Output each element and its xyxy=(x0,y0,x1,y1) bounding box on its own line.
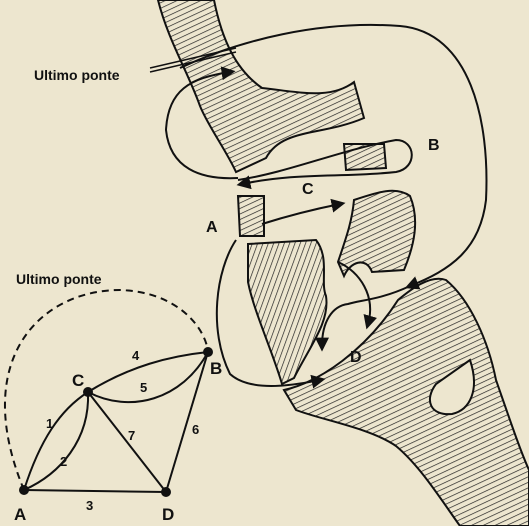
map-label-d: D xyxy=(350,349,362,366)
map-label-a: A xyxy=(206,219,218,236)
map-last-bridge-label: Ultimo ponte xyxy=(34,67,120,83)
graph-edge-6 xyxy=(166,352,208,492)
graph-node-a xyxy=(19,485,29,495)
graph-node-d xyxy=(161,487,171,497)
path-to-bridge-b xyxy=(262,204,340,224)
map-label-c: C xyxy=(302,181,314,198)
river-block-a xyxy=(238,196,264,236)
river-map xyxy=(158,0,529,526)
graph-node-c xyxy=(83,387,93,397)
graph-last-bridge-label: Ultimo ponte xyxy=(16,271,102,287)
graph-edge-label-2: 2 xyxy=(60,454,67,469)
graph-edge-label-5: 5 xyxy=(140,380,147,395)
graph-edge-label-3: 3 xyxy=(86,498,93,513)
graph-edge-4 xyxy=(88,352,208,392)
graph-edge-label-4: 4 xyxy=(132,348,140,363)
graph-label-b: B xyxy=(210,359,222,378)
graph-edge-7 xyxy=(88,392,166,492)
river-island xyxy=(248,240,327,384)
graph-label-d: D xyxy=(162,505,174,524)
graph: Ultimo ponte A B C D 1 2 3 4 5 6 7 xyxy=(5,271,222,524)
graph-edge-label-1: 1 xyxy=(46,416,53,431)
map-label-b: B xyxy=(428,137,440,154)
graph-label-c: C xyxy=(72,371,84,390)
graph-edge-2 xyxy=(24,392,88,490)
graph-edge-3 xyxy=(24,490,166,492)
graph-edge-label-6: 6 xyxy=(192,422,199,437)
graph-edge-label-7: 7 xyxy=(128,428,135,443)
river-right-piece xyxy=(338,191,415,276)
graph-label-a: A xyxy=(14,505,26,524)
graph-node-b xyxy=(203,347,213,357)
graph-edge-5 xyxy=(88,352,208,402)
